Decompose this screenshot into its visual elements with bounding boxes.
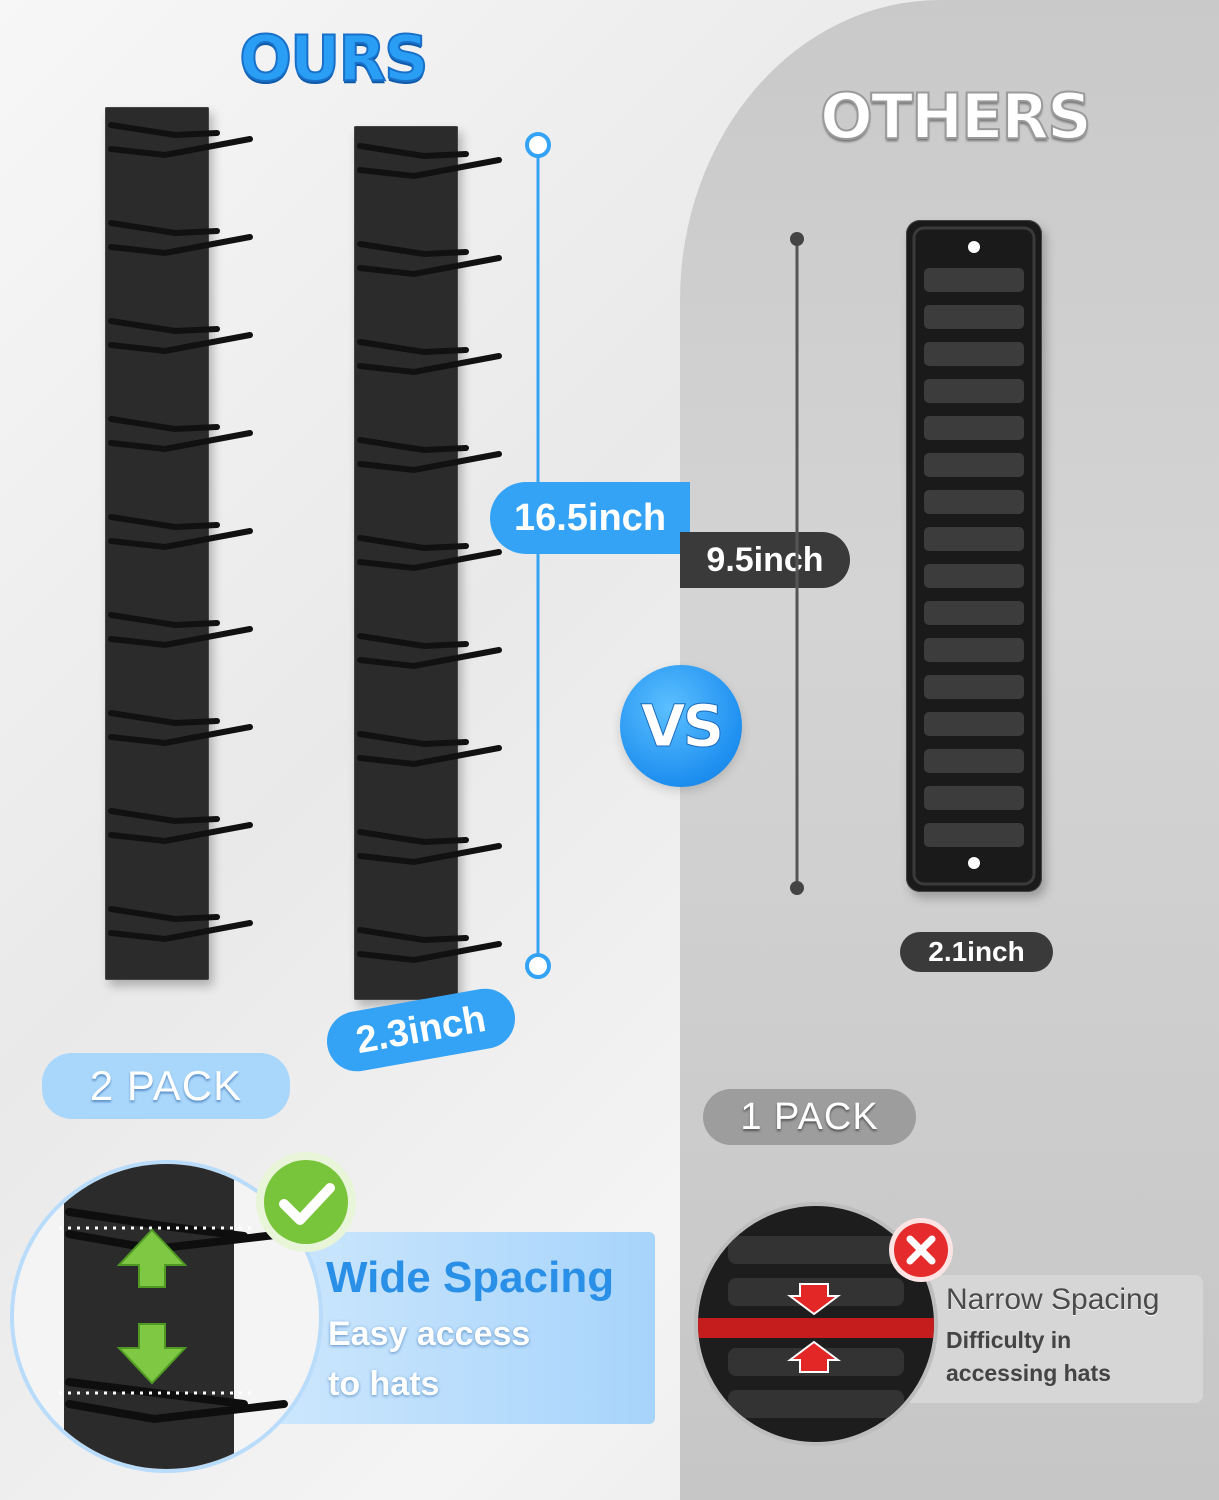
- wide-spacing-line1: Easy access: [328, 1315, 531, 1353]
- hook: [357, 157, 502, 180]
- hook: [108, 710, 220, 727]
- hook: [357, 451, 502, 474]
- hook: [357, 731, 469, 748]
- hook: [357, 339, 469, 356]
- others-title: OTHERS: [819, 79, 1093, 154]
- narrow-spacing-title: Narrow Spacing: [946, 1283, 1160, 1316]
- narrow-spacing-line2: accessing hats: [946, 1360, 1111, 1386]
- ours-rack-2: [354, 126, 502, 1000]
- rack-slot: [924, 527, 1024, 551]
- hook: [357, 829, 469, 846]
- rack-hooks-2: [357, 143, 502, 964]
- others-height-line: [790, 232, 804, 895]
- rack-slot: [924, 601, 1024, 625]
- rack-slot: [924, 453, 1024, 477]
- hook: [108, 612, 220, 629]
- ours-title: OURS: [238, 21, 429, 96]
- wide-spacing-title: Wide Spacing: [326, 1253, 615, 1302]
- rack-slot: [924, 379, 1024, 403]
- rack-slot: [924, 490, 1024, 514]
- rack-slot: [924, 564, 1024, 588]
- hook: [108, 332, 253, 355]
- hook: [357, 255, 502, 278]
- others-height-label: 9.5inch: [680, 532, 850, 588]
- hook: [357, 647, 502, 670]
- rack-slot: [924, 305, 1024, 329]
- arrow-up-icon: [116, 1228, 188, 1288]
- check-icon: [256, 1152, 356, 1252]
- narrow-spacing-line1: Difficulty in: [946, 1327, 1072, 1353]
- hook: [108, 906, 220, 923]
- hook: [357, 143, 469, 160]
- rack-slot: [924, 675, 1024, 699]
- hook: [357, 549, 502, 572]
- wide-spacing-line2: to hats: [328, 1365, 440, 1403]
- hook: [357, 437, 469, 454]
- hook: [108, 416, 220, 433]
- others-rack: [906, 220, 1042, 892]
- hook: [357, 535, 469, 552]
- vs-badge: VS: [620, 665, 742, 787]
- others-width-label: 2.1inch: [900, 932, 1053, 972]
- cross-icon: [889, 1218, 953, 1282]
- hook: [108, 822, 253, 845]
- hook: [108, 528, 253, 551]
- others-pack-label: 1 PACK: [703, 1089, 916, 1145]
- rack-slot: [924, 416, 1024, 440]
- hook: [357, 633, 469, 650]
- hook: [357, 927, 469, 944]
- rack-slot: [924, 749, 1024, 773]
- ours-height-label: 16.5inch: [490, 482, 690, 554]
- rack-slot: [924, 786, 1024, 810]
- wide-spacing-closeup: [10, 1160, 323, 1473]
- hook: [108, 220, 220, 237]
- hook: [357, 843, 502, 866]
- hook: [108, 136, 253, 159]
- others-rack-slots: [912, 226, 1036, 886]
- hook: [108, 920, 253, 943]
- arrow-down-icon: [116, 1323, 188, 1385]
- hook: [108, 626, 253, 649]
- rack-slot: [924, 342, 1024, 366]
- hook: [108, 514, 220, 531]
- rack-slot: [924, 268, 1024, 292]
- ours-pack-label: 2 PACK: [42, 1053, 290, 1119]
- hook: [357, 353, 502, 376]
- rack-hooks-1: [108, 122, 253, 943]
- narrow-spacing-card: [905, 1275, 1203, 1403]
- rack-slot: [924, 712, 1024, 736]
- hook: [108, 122, 220, 139]
- closeup-others-detail: [698, 1236, 934, 1418]
- ours-height-line: [525, 132, 551, 979]
- hook: [108, 430, 253, 453]
- hook: [357, 745, 502, 768]
- rack-slot: [924, 823, 1024, 847]
- hook: [108, 234, 253, 257]
- hook: [357, 241, 469, 258]
- rack-slot: [924, 638, 1024, 662]
- ours-rack-1: [105, 107, 253, 980]
- hook: [108, 808, 220, 825]
- hook: [357, 941, 502, 964]
- hook: [108, 318, 220, 335]
- hook: [108, 724, 253, 747]
